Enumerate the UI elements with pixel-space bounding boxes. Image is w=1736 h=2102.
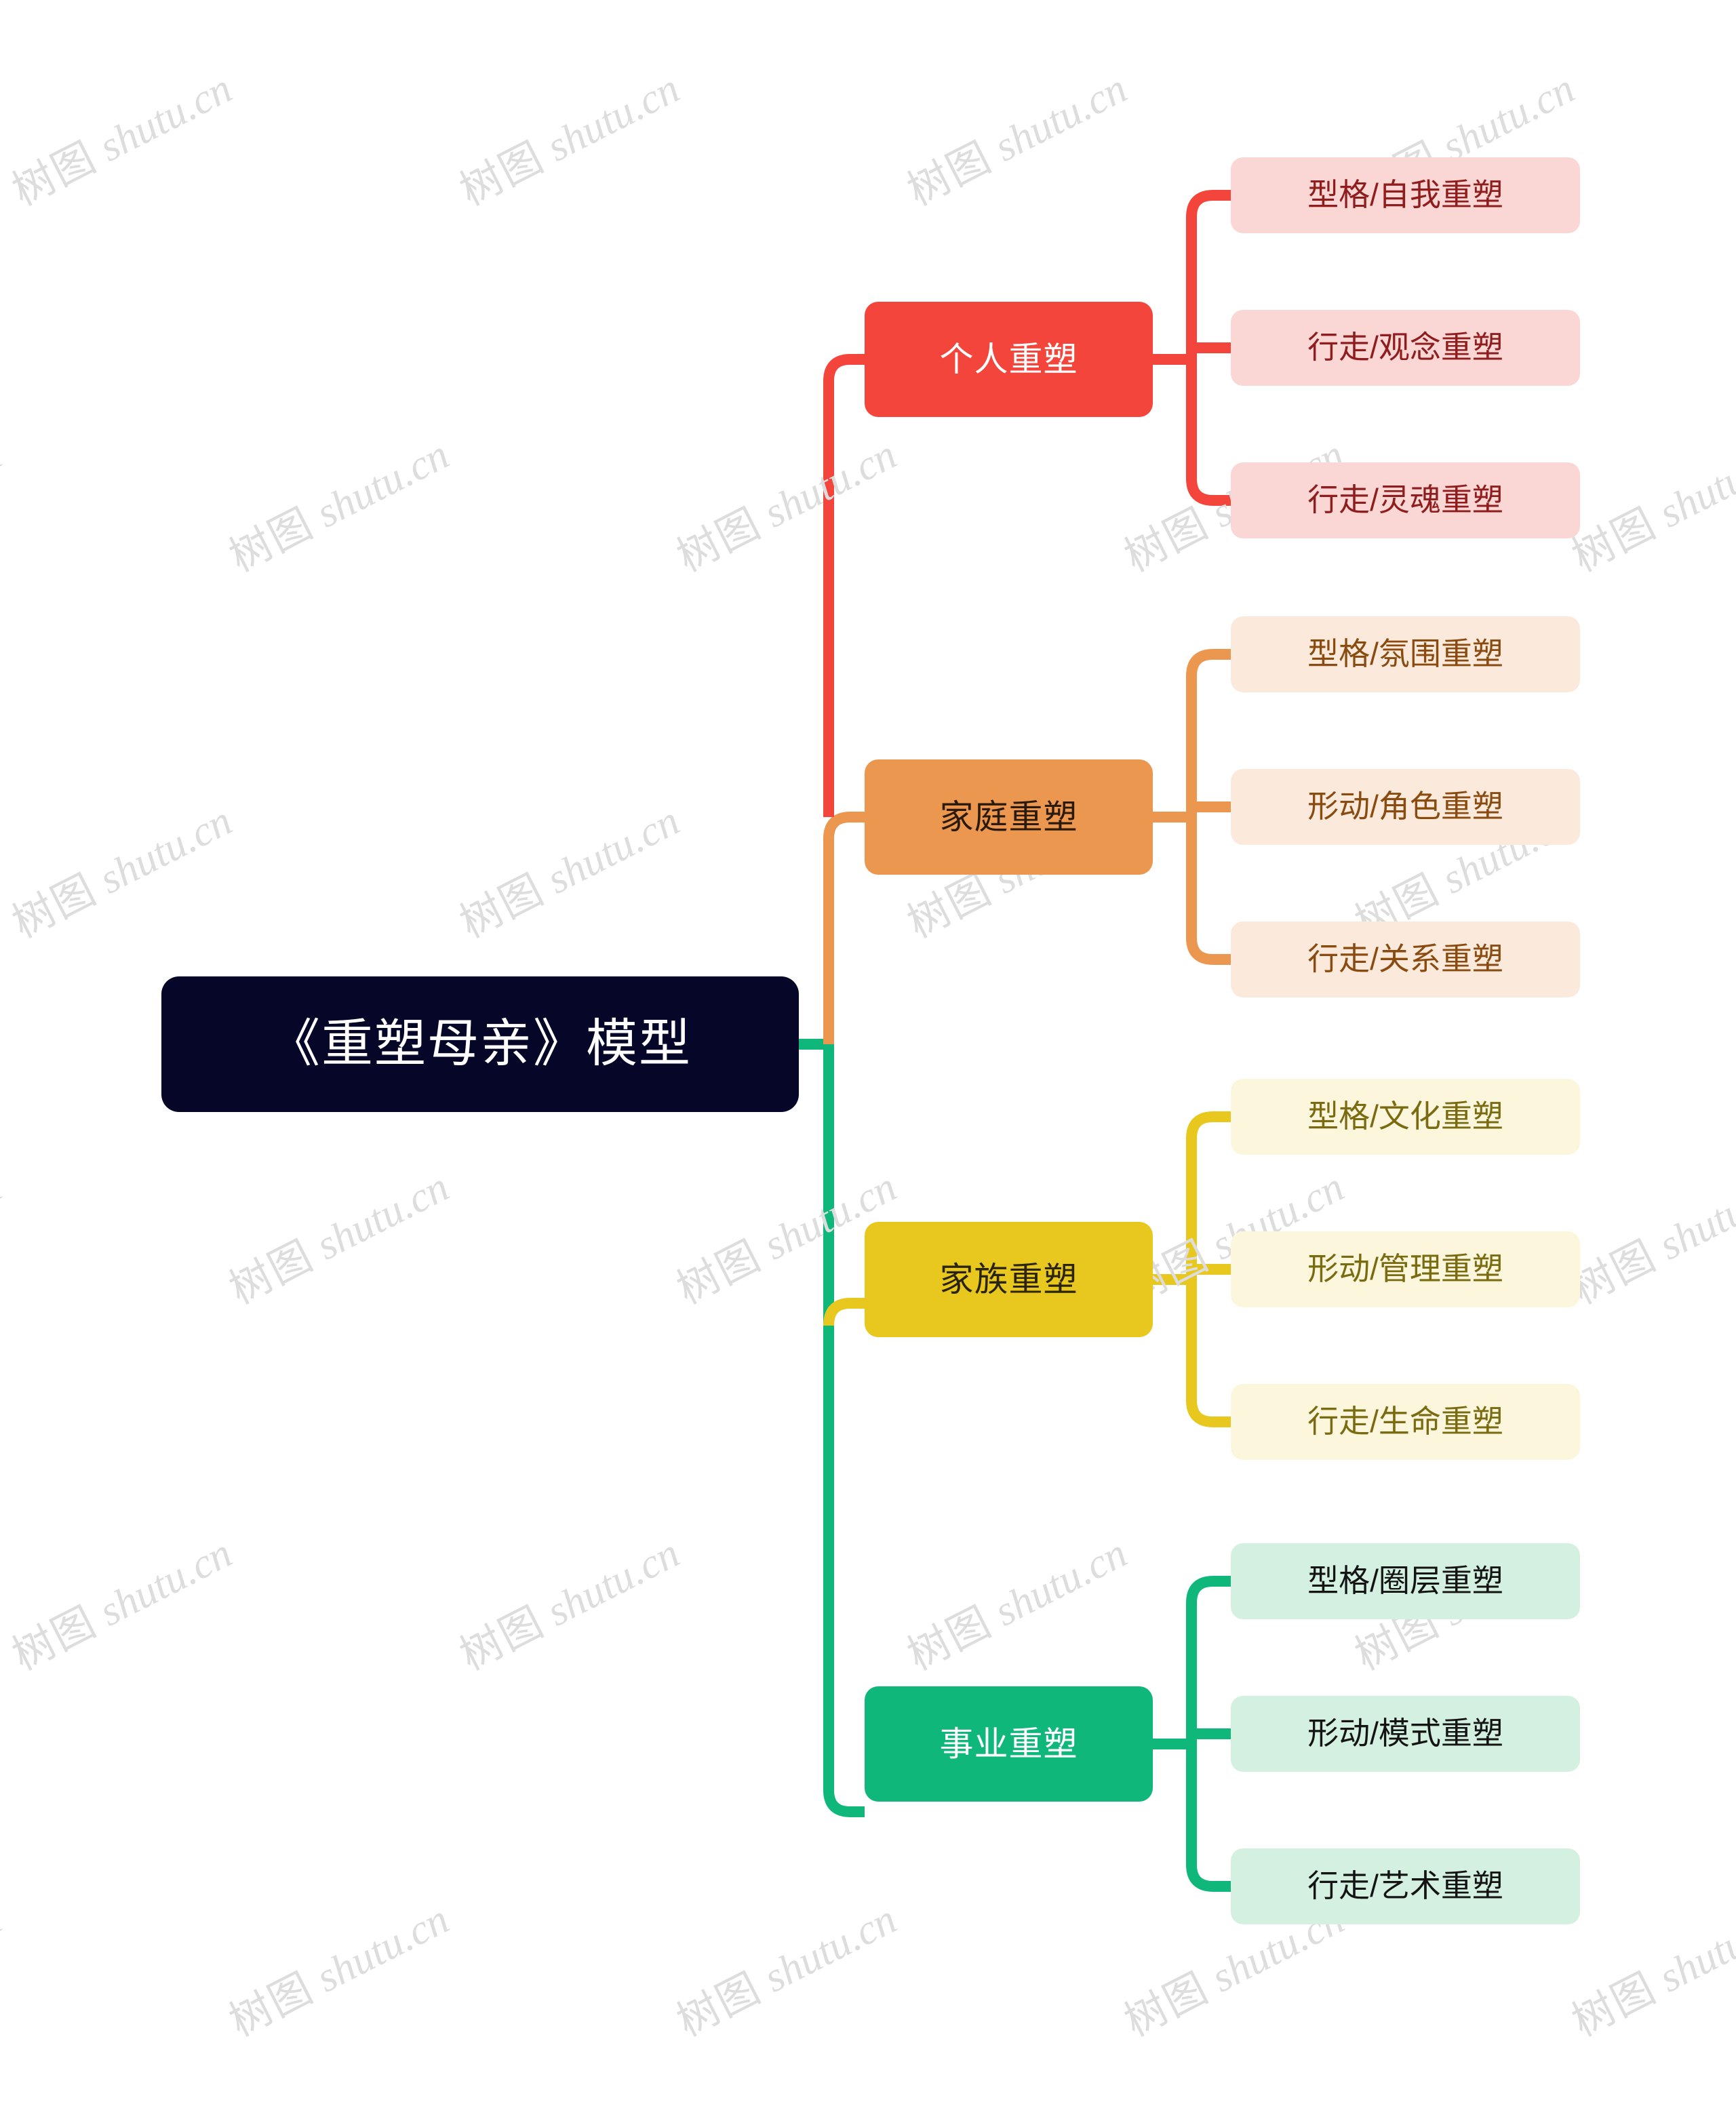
bracket-red xyxy=(1153,190,1231,506)
bracket-yellow xyxy=(1153,1111,1231,1427)
leaf-node-career-1[interactable]: 型格/圈层重塑 xyxy=(1231,1543,1580,1619)
leaf-node-personal-2[interactable]: 行走/观念重塑 xyxy=(1231,310,1580,386)
leaf-node-personal-3[interactable]: 行走/灵魂重塑 xyxy=(1231,462,1580,538)
branch-node-clan[interactable]: 家族重塑 xyxy=(865,1222,1153,1337)
branch-node-family[interactable]: 家庭重塑 xyxy=(865,759,1153,875)
leaf-node-clan-1[interactable]: 型格/文化重塑 xyxy=(1231,1079,1580,1155)
leaf-node-clan-2[interactable]: 形动/管理重塑 xyxy=(1231,1231,1580,1307)
leaf-node-career-2[interactable]: 形动/模式重塑 xyxy=(1231,1696,1580,1772)
trunk-orange xyxy=(823,812,865,1044)
leaf-node-family-2[interactable]: 形动/角色重塑 xyxy=(1231,769,1580,845)
bracket-orange xyxy=(1153,649,1231,965)
leaf-node-career-3[interactable]: 行走/艺术重塑 xyxy=(1231,1848,1580,1924)
trunk-yellow xyxy=(823,1298,865,1326)
leaf-node-clan-3[interactable]: 行走/生命重塑 xyxy=(1231,1384,1580,1460)
bracket-green xyxy=(1153,1576,1231,1892)
trunk-green xyxy=(799,1039,865,1817)
leaf-node-family-1[interactable]: 型格/氛围重塑 xyxy=(1231,616,1580,692)
root-node[interactable]: 《重塑母亲》模型 xyxy=(161,976,799,1112)
branch-node-career[interactable]: 事业重塑 xyxy=(865,1686,1153,1802)
trunk-red xyxy=(823,354,865,817)
leaf-node-family-3[interactable]: 行走/关系重塑 xyxy=(1231,921,1580,997)
leaf-node-personal-1[interactable]: 型格/自我重塑 xyxy=(1231,157,1580,233)
branch-node-personal[interactable]: 个人重塑 xyxy=(865,302,1153,417)
